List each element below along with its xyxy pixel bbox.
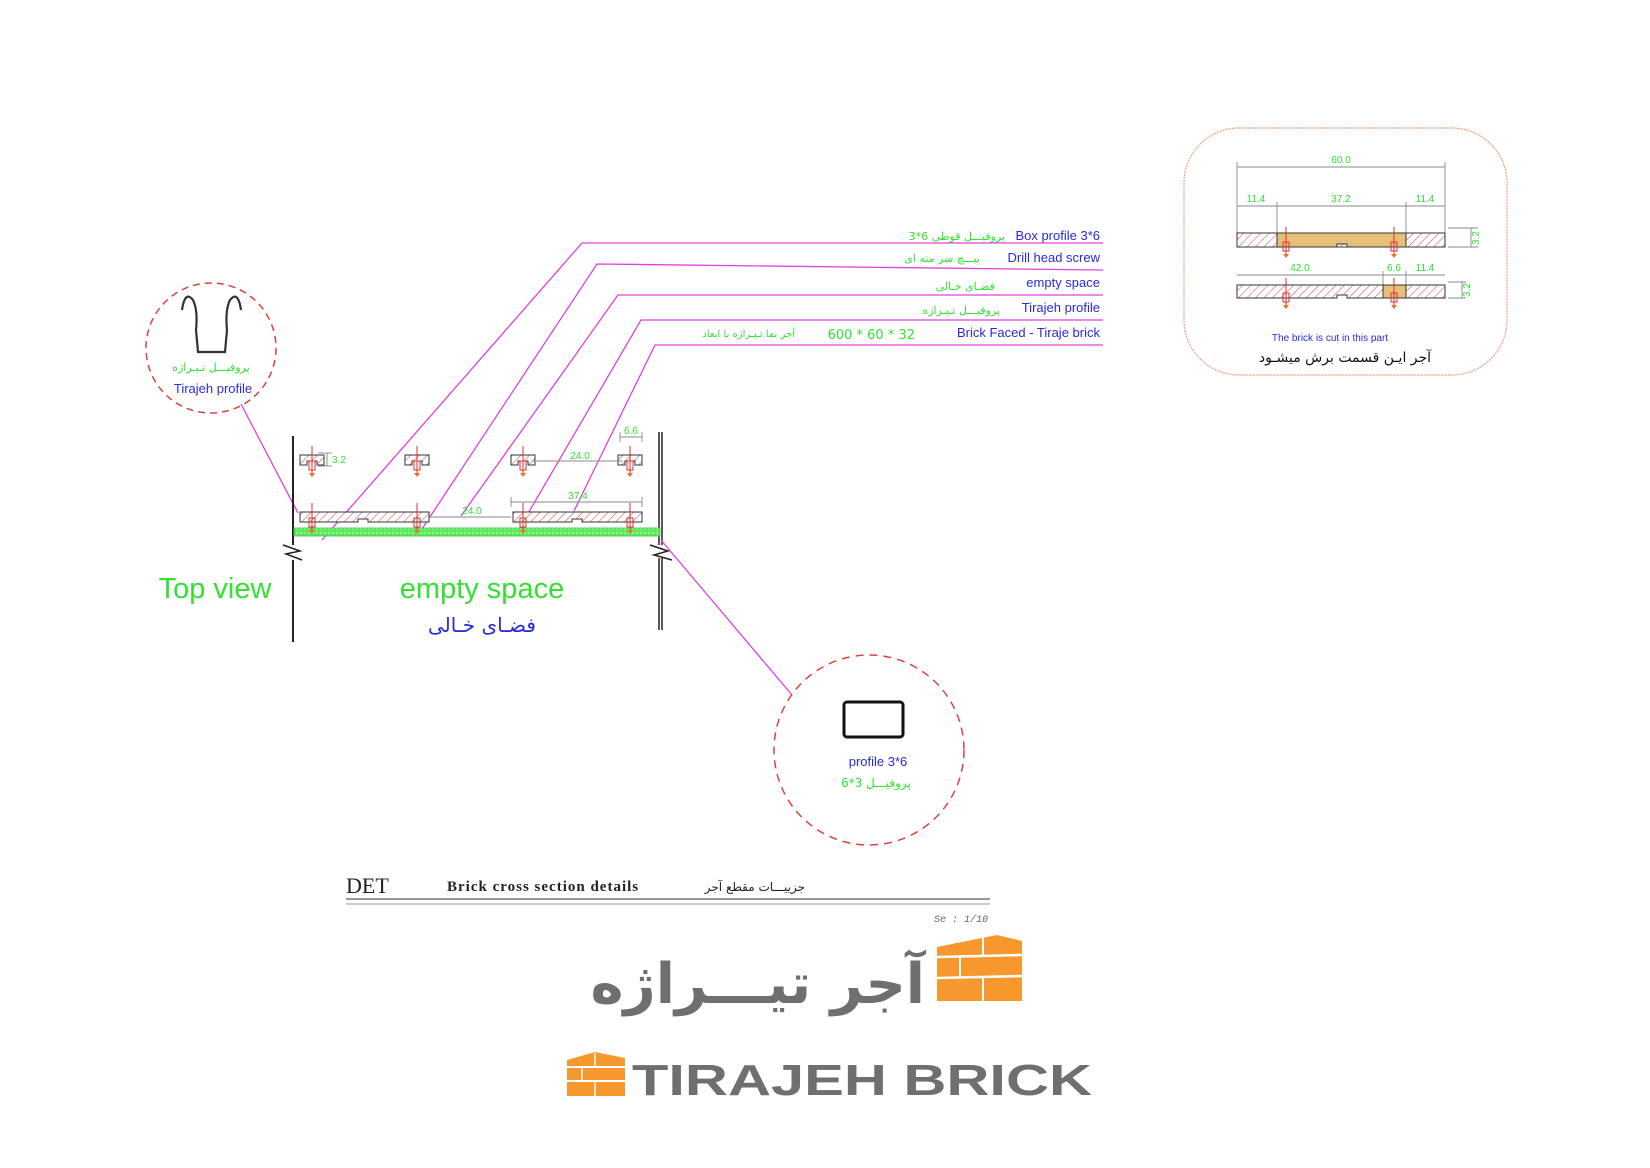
callout-label-en: Tirajeh profile — [174, 381, 252, 396]
dim-brick-gap: 24.0 — [462, 506, 482, 517]
label-en: empty space — [1026, 275, 1100, 290]
label-dims: 600 * 60 * 32 — [828, 328, 915, 343]
top-view-label: Top view — [159, 573, 273, 605]
empty-space-label-fa: فضـای خـالی — [428, 613, 536, 637]
dim-profile-height: 3.2 — [332, 455, 346, 466]
inset-dim-middle: 37.2 — [1331, 194, 1351, 205]
empty-space-label: empty space — [400, 573, 564, 605]
screw-icon — [1282, 278, 1290, 309]
top-view-section: 3.2 6.6 24.0 24.0 37.4 Top view empty sp… — [159, 426, 673, 642]
inset-kept-section — [1276, 232, 1407, 248]
break-mark-right — [649, 544, 673, 561]
inset-dim-bottom-middle: 6.6 — [1387, 263, 1401, 274]
inset-screws — [1282, 227, 1398, 309]
dim-brick-length: 37.4 — [568, 491, 588, 502]
brand-logo: آجر تیـــراژه TIRAJEH BRICK — [567, 935, 1092, 1105]
drawing-title-fa: جزییـــات مقطع آجر — [704, 879, 805, 895]
label-en: Drill head screw — [1008, 250, 1101, 265]
callout-box-profile: profile 3*6 پروفیـــل 3*6 — [660, 539, 965, 846]
screw-icon — [519, 503, 527, 534]
profile-clip-icon — [617, 446, 643, 477]
brick-right — [512, 511, 643, 523]
screw-icon — [1390, 278, 1398, 309]
callout-label-fa: پروفیـــل تـیـراژه — [172, 361, 250, 374]
leader-label-drill-screw: Drill head screw پیـــچ سر مته ای — [904, 250, 1100, 265]
screw-icon — [626, 503, 634, 534]
brick-logo-icon-small — [567, 1052, 625, 1096]
leader-empty-space — [460, 294, 1103, 517]
brick-left — [299, 511, 430, 523]
label-fa: پروفیـــل قوطی 6*3 — [909, 230, 1005, 243]
drawing-code: DET — [346, 873, 389, 898]
dim-profile-spacing: 24.0 — [570, 451, 590, 462]
inset-note-fa: آجر ایـن قسمت برش میشـود — [1259, 349, 1432, 366]
box-profile-icon — [842, 700, 905, 739]
leader-tirajeh-profile — [522, 319, 1103, 523]
screw-icon — [519, 446, 527, 477]
inset-dim-left: 11.4 — [1247, 194, 1266, 205]
callout-tirajeh-profile: پروفیـــل تـیـراژه Tirajeh profile — [145, 282, 299, 514]
inset-dim-thickness: 3.2 — [1471, 231, 1482, 245]
label-en: Brick Faced - Tiraje brick — [957, 325, 1101, 340]
title-block: DET Brick cross section details جزییـــا… — [346, 873, 990, 926]
label-fa: پروفیـــل تـیـراژه — [922, 304, 1000, 317]
leader-label-box-profile: Box profile 3*6 پروفیـــل قوطی 6*3 — [909, 228, 1100, 243]
inset-note-en: The brick is cut in this part — [1272, 333, 1388, 344]
inset-dim-bottom-right: 11.4 — [1416, 263, 1435, 274]
leader-brick-faced — [573, 344, 1103, 512]
logo-text-fa: آجر تیـــراژه — [590, 949, 926, 1017]
screw-icon — [308, 503, 316, 534]
leader-drill-screw — [419, 263, 1104, 533]
screw-icon — [308, 446, 316, 477]
profile-clip-icon — [510, 446, 536, 477]
callout-label-fa: پروفیـــل 3*6 — [841, 776, 911, 791]
logo-text-en: TIRAJEH BRICK — [632, 1056, 1092, 1105]
inset-dim-bottom-left: 42.0 — [1290, 263, 1310, 274]
screw-icon — [413, 446, 421, 477]
screw-icon — [626, 446, 634, 477]
label-en: Box profile 3*6 — [1015, 228, 1100, 243]
leader-lines — [321, 242, 1104, 541]
profile-clips-row — [299, 446, 643, 477]
label-en: Tirajeh profile — [1022, 300, 1100, 315]
label-fa: فضـای خـالی — [936, 280, 995, 293]
inset-cut-detail: 60.0 11.4 37.2 11.4 3.2 42.0 6.6 11.4 3.… — [1183, 127, 1508, 376]
drawing-scale: Se : 1/10 — [934, 914, 988, 926]
inset-dim-total: 60.0 — [1331, 155, 1351, 166]
dim-profile-width: 6.6 — [624, 426, 638, 437]
inset-dim-right: 11.4 — [1416, 194, 1435, 205]
inset-dim-bottom-thickness: 3.2 — [1462, 283, 1473, 297]
box-profile-band — [293, 527, 661, 537]
drawing-title-en: Brick cross section details — [447, 879, 639, 895]
leader-label-tirajeh-profile: Tirajeh profile پروفیـــل تـیـراژه — [922, 300, 1100, 317]
screw-icon — [1282, 227, 1290, 258]
callout-label-en: profile 3*6 — [849, 754, 908, 769]
break-mark-left — [282, 544, 303, 561]
leader-label-brick-faced: Brick Faced - Tiraje brick 600 * 60 * 32… — [702, 325, 1100, 343]
leader-label-empty-space: empty space فضـای خـالی — [936, 275, 1100, 293]
dimensions — [318, 432, 643, 518]
tirajeh-profile-icon — [180, 295, 243, 354]
brick-logo-icon — [936, 935, 1023, 1001]
leader-box-profile — [321, 242, 1103, 541]
label-fa: پیـــچ سر مته ای — [904, 252, 980, 265]
screw-icon — [1390, 227, 1398, 258]
profile-clip-icon — [404, 446, 430, 477]
screws-row — [308, 503, 634, 534]
profile-clip-icon — [299, 446, 325, 477]
screw-icon — [413, 503, 421, 534]
label-fa: آجر نما تـیـراژه با ابعاد — [702, 327, 796, 340]
